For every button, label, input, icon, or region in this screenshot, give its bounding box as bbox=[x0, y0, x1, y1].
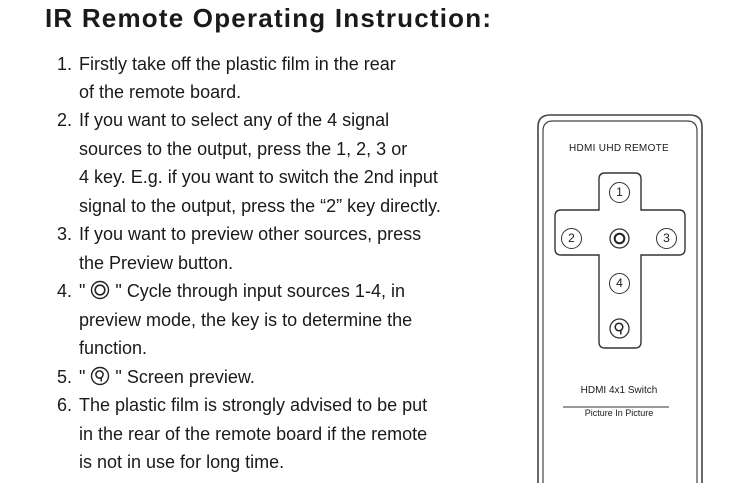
remote-key-preview[interactable] bbox=[609, 318, 630, 339]
target-cycle-icon bbox=[609, 228, 630, 249]
instruction-text: function. bbox=[79, 338, 148, 358]
instruction-number: 2. bbox=[57, 110, 73, 130]
remote-key-2[interactable]: 2 bbox=[561, 228, 582, 249]
instruction-text-group: " " Cycle through input sources 1-4, in bbox=[79, 277, 405, 305]
instruction-text: " Screen preview. bbox=[115, 367, 255, 387]
target-cycle-icon bbox=[91, 280, 110, 300]
instruction-number: 5. bbox=[57, 367, 73, 387]
remote-key-ok[interactable] bbox=[609, 228, 630, 249]
instruction-text: The plastic film is strongly advised to … bbox=[79, 395, 428, 415]
instruction-number: 1. bbox=[57, 54, 73, 74]
instruction-text: signal to the output, press the “2” key … bbox=[79, 196, 441, 216]
instruction-text: the Preview button. bbox=[79, 253, 234, 273]
key-label: 2 bbox=[568, 231, 575, 245]
remote-body bbox=[537, 114, 703, 483]
magnifier-preview-icon bbox=[91, 366, 110, 386]
instruction-text: of the remote board. bbox=[79, 82, 242, 102]
remote-model: HDMI 4x1 Switch bbox=[580, 385, 658, 396]
remote-key-4[interactable]: 4 bbox=[609, 273, 630, 294]
remote-control: HDMI UHD REMOTE 1 2 3 4 HDMI 4x1 Switch … bbox=[535, 113, 721, 485]
quote-open: " bbox=[79, 281, 86, 301]
instruction-text: 4 key. E.g. if you want to switch the 2n… bbox=[79, 167, 438, 187]
remote-subtitle: Picture In Picture bbox=[584, 408, 654, 418]
instruction-number: 3. bbox=[57, 224, 73, 244]
instruction-text: If you want to select any of the 4 signa… bbox=[79, 110, 390, 130]
instruction-text: is not in use for long time. bbox=[79, 452, 285, 472]
instruction-text: sources to the output, press the 1, 2, 3… bbox=[79, 139, 408, 159]
key-label: 4 bbox=[616, 276, 623, 290]
instruction-text: in the rear of the remote board if the r… bbox=[79, 424, 428, 444]
instruction-text: If you want to preview other sources, pr… bbox=[79, 224, 422, 244]
key-label: 3 bbox=[663, 231, 670, 245]
key-label: 1 bbox=[616, 185, 623, 199]
instruction-number: 4. bbox=[57, 281, 73, 301]
instruction-number: 6. bbox=[57, 395, 73, 415]
magnifier-preview-icon bbox=[609, 318, 630, 339]
remote-title: HDMI UHD REMOTE bbox=[568, 143, 670, 154]
instruction-text: " Cycle through input sources 1-4, in bbox=[115, 281, 405, 301]
quote-open: " bbox=[79, 367, 86, 387]
instruction-text: preview mode, the key is to determine th… bbox=[79, 310, 413, 330]
instruction-text-group: " " Screen preview. bbox=[79, 363, 255, 391]
instruction-text: Firstly take off the plastic film in the… bbox=[79, 54, 396, 74]
remote-key-1[interactable]: 1 bbox=[609, 182, 630, 203]
page-title: IR Remote Operating Instruction: bbox=[45, 3, 493, 33]
remote-key-3[interactable]: 3 bbox=[656, 228, 677, 249]
